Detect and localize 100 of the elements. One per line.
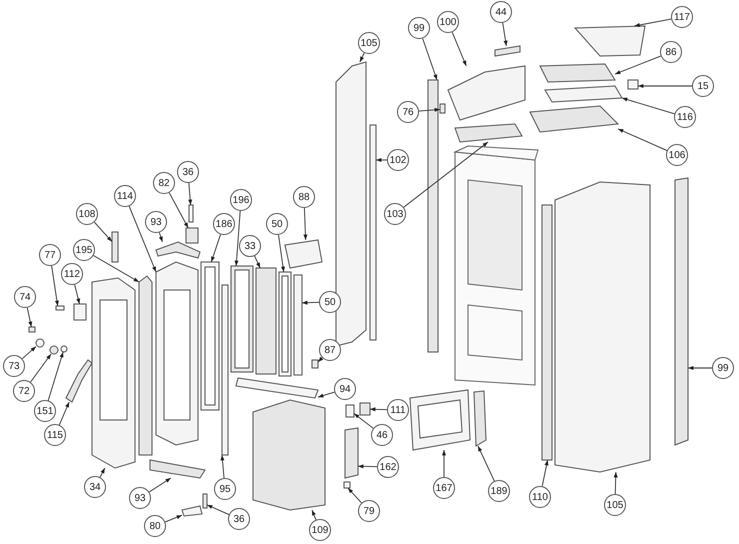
small-bracket-drawing	[628, 80, 638, 90]
frame-drawing	[200, 262, 220, 410]
callout-number: 46	[371, 424, 393, 446]
washer-drawing	[50, 346, 58, 354]
callout-number: 74	[14, 286, 36, 308]
screw-drawing	[312, 360, 318, 368]
callout-number: 50	[319, 291, 341, 313]
callout-number: 100	[437, 11, 459, 33]
leader-line	[614, 56, 662, 75]
clip-drawing	[346, 404, 354, 418]
screw-drawing	[188, 204, 194, 222]
leader-line	[100, 468, 106, 478]
leader-line	[634, 18, 672, 27]
callout-number: 105	[358, 32, 380, 54]
callout-number: 99	[712, 357, 734, 379]
clip-drawing	[440, 104, 446, 114]
leader-line	[58, 402, 70, 426]
bracket-drawing	[186, 228, 198, 244]
gasket-drawing	[473, 390, 487, 447]
leader-line	[302, 300, 320, 305]
callout-number: 116	[674, 106, 696, 128]
callout-number: 93	[129, 487, 151, 509]
handle-rod-drawing	[494, 45, 520, 57]
callout-number: 114	[114, 185, 136, 207]
trim-piece-drawing	[150, 459, 206, 479]
leader-line	[220, 454, 224, 478]
side-strip-drawing	[674, 177, 688, 446]
callout-number: 94	[334, 378, 356, 400]
curved-side-panel-drawing	[336, 61, 366, 347]
leader-line	[614, 472, 618, 494]
hood-drawing	[284, 239, 323, 269]
leader-line	[502, 22, 508, 46]
leader-line	[422, 38, 438, 80]
strip-drawing	[222, 284, 228, 456]
top-plate-drawing	[529, 105, 620, 133]
trim-piece-drawing	[235, 377, 319, 399]
side-strip-drawing	[428, 80, 438, 352]
leader-line	[254, 256, 261, 268]
leader-line	[376, 158, 388, 162]
callout-number: 117	[671, 6, 693, 28]
callout-number: 82	[153, 172, 175, 194]
callout-number: 110	[529, 486, 551, 508]
leader-line	[318, 392, 335, 398]
screw-drawing	[344, 482, 350, 488]
callout-number: 108	[76, 203, 98, 225]
pin-drawing	[202, 494, 208, 508]
callout-number: 195	[73, 239, 95, 261]
hinge-drawing	[74, 304, 86, 320]
glass-pane-drawing	[256, 268, 276, 374]
callout-number: 73	[3, 355, 25, 377]
callout-number: 15	[692, 75, 714, 97]
leader-line	[370, 407, 388, 412]
callout-number: 79	[358, 500, 380, 522]
leader-line	[622, 98, 675, 114]
leader-line	[278, 234, 285, 272]
frame-plate-drawing	[544, 85, 623, 103]
trim-piece-drawing	[155, 241, 201, 259]
leader-line	[234, 210, 241, 266]
callout-number: 109	[309, 519, 331, 541]
leader-line	[168, 192, 189, 228]
leader-line	[210, 234, 221, 262]
callout-number: 167	[433, 477, 455, 499]
gasket-drawing	[230, 266, 254, 372]
lower-door-panel-drawing	[252, 399, 326, 510]
top-grille-plate-drawing	[447, 65, 526, 121]
leader-line	[94, 222, 112, 242]
callout-number: 36	[177, 161, 199, 183]
mounting-plate-drawing	[539, 64, 616, 82]
ash-door-frame-drawing	[409, 389, 471, 451]
gasket-drawing	[278, 272, 292, 376]
cover-plate-drawing	[574, 25, 646, 56]
callout-number: 93	[145, 211, 167, 233]
leader-line	[158, 232, 163, 242]
door-frame-drawing	[156, 261, 198, 446]
leader-line	[48, 352, 64, 401]
callout-number: 162	[377, 456, 399, 478]
callout-number: 196	[230, 189, 252, 211]
strip-drawing	[294, 274, 302, 376]
callout-number: 189	[488, 480, 510, 502]
deflector-drawing	[454, 123, 523, 143]
leader-line	[403, 142, 488, 208]
ring-drawing	[60, 346, 68, 352]
rail-drawing	[370, 124, 376, 340]
leader-line	[442, 450, 446, 478]
callout-number: 76	[397, 101, 419, 123]
callout-number: 111	[387, 399, 409, 421]
callout-number: 103	[384, 203, 406, 225]
leader-line	[188, 182, 192, 206]
callout-number: 88	[293, 186, 315, 208]
leader-line	[359, 52, 365, 62]
callout-number: 80	[144, 515, 166, 537]
leader-line	[303, 208, 308, 240]
leader-line	[418, 108, 440, 112]
callout-number: 115	[44, 424, 66, 446]
leader-line	[51, 265, 59, 306]
leader-line	[26, 307, 32, 328]
callout-number: 50	[266, 213, 288, 235]
knob-drawing	[36, 338, 44, 348]
leader-line	[688, 366, 712, 370]
leader-line	[128, 206, 156, 272]
